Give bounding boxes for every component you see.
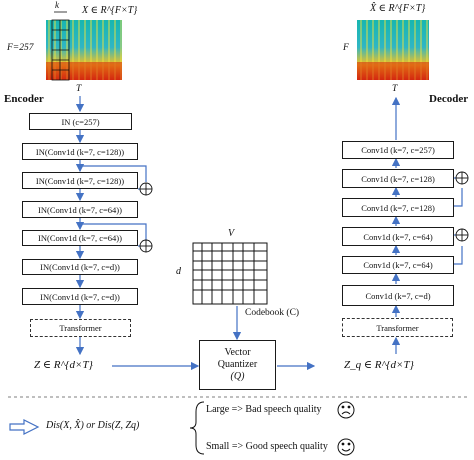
- codebook-v-label: V: [228, 228, 235, 239]
- codebook-label: Codebook (C): [245, 308, 300, 318]
- vector-quantizer: Vector Quantizer (Q): [199, 340, 276, 390]
- decoder-output-formula: X̂ ∈ R^{F×T}: [370, 3, 426, 14]
- codebook-d-label: d: [176, 266, 181, 277]
- encoder-transformer: Transformer: [30, 319, 131, 337]
- decoder-title: Decoder: [429, 93, 469, 105]
- decoder-block-2: Conv1d (k=7, c=128): [342, 169, 454, 188]
- encoder-add-nodes: [139, 182, 153, 253]
- decoder-block-5: Conv1d (k=7, c=64): [342, 256, 454, 274]
- happy-face-icon: [337, 438, 355, 456]
- legend-distance-label: Dis(X, X̂) or Dis(Z, Zq): [46, 420, 140, 431]
- encoder-title: Encoder: [4, 93, 44, 105]
- k-label: k: [55, 0, 59, 10]
- encoder-output-formula: Z ∈ R^{d×T}: [34, 359, 93, 371]
- legend-large-text: Large => Bad speech quality: [206, 404, 322, 415]
- decoder-block-1: Conv1d (k=7, c=257): [342, 141, 454, 159]
- sad-face-icon: [337, 401, 355, 419]
- encoder-block-1: IN (c=257): [29, 113, 132, 130]
- encoder-f-label: F=257: [7, 43, 34, 53]
- encoder-block-7: IN(Conv1d (k=7, c=d)): [22, 288, 138, 305]
- encoder-t-label: T: [76, 84, 82, 94]
- decoder-block-3: Conv1d (k=7, c=128): [342, 198, 454, 217]
- codebook-grid: [192, 242, 268, 305]
- decoder-input-formula: Z_q ∈ R^{d×T}: [344, 359, 414, 371]
- encoder-block-3: IN(Conv1d (k=7, c=128)): [22, 172, 138, 189]
- encoder-block-5: IN(Conv1d (k=7, c=64)): [22, 230, 138, 246]
- encoder-block-2: IN(Conv1d (k=7, c=128)): [22, 143, 138, 160]
- decoder-block-6: Conv1d (k=7, c=d): [342, 285, 454, 306]
- encoder-block-6: IN(Conv1d (k=7, c=d)): [22, 259, 138, 275]
- legend-small-text: Small => Good speech quality: [206, 441, 328, 452]
- legend-brace: [189, 401, 205, 455]
- quantizer-line-3: (Q): [230, 371, 245, 382]
- encoder-block-4: IN(Conv1d (k=7, c=64)): [22, 201, 138, 218]
- decoder-f-label: F: [343, 43, 349, 53]
- decoder-transformer: Transformer: [342, 318, 453, 337]
- quantizer-line-2: Quantizer: [217, 359, 258, 370]
- encoder-spectrogram: [46, 11, 122, 81]
- decoder-spectrogram: [357, 20, 429, 80]
- decoder-t-label: T: [392, 84, 398, 94]
- decoder-block-4: Conv1d (k=7, c=64): [342, 227, 454, 246]
- quantizer-line-1: Vector: [224, 347, 251, 358]
- encoder-input-formula: X ∈ R^{F×T}: [82, 5, 138, 16]
- decoder-add-nodes: [455, 171, 469, 242]
